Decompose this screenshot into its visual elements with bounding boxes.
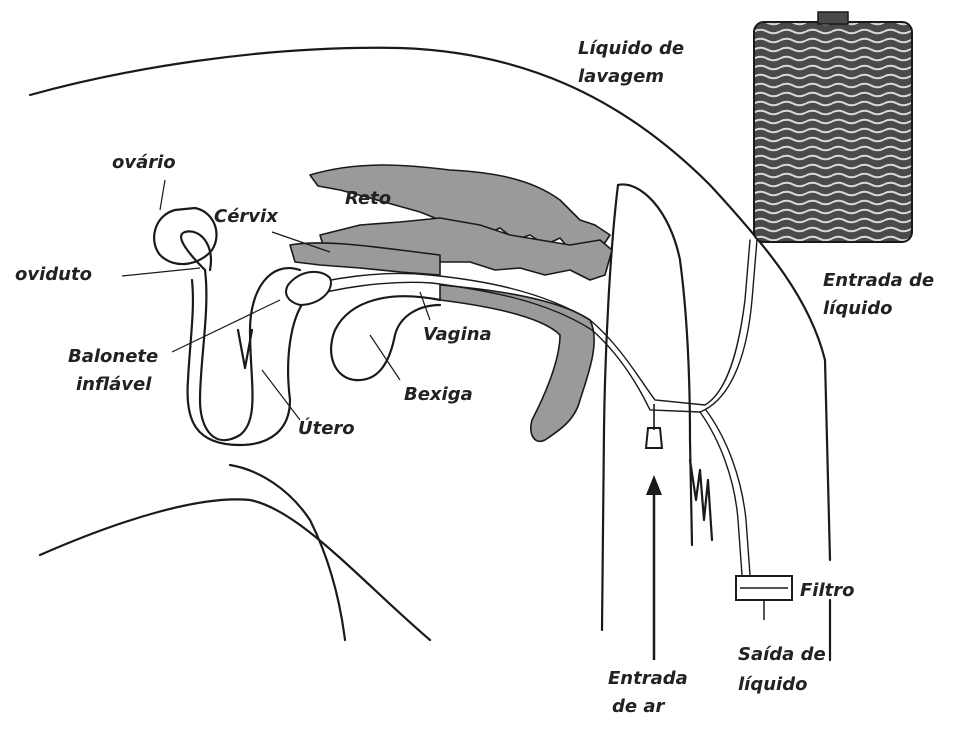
label-vagina: Vagina (423, 324, 492, 345)
leg-outline (40, 499, 430, 640)
label-liquido-lavagem-2: lavagem (578, 66, 664, 87)
leg-outline-inner (230, 465, 345, 640)
leader-utero (262, 370, 300, 420)
label-ovario: ovário (112, 152, 176, 173)
label-balonete-2: inflável (76, 374, 152, 395)
leader-ovario (160, 180, 165, 210)
label-saida-liquido-1: Saída de (738, 644, 826, 665)
leader-bexiga (370, 335, 400, 380)
outlet-tube-2 (706, 410, 750, 575)
label-balonete-1: Balonete (68, 346, 158, 367)
label-entrada-ar-2: de ar (612, 696, 666, 717)
label-entrada-ar-1: Entrada (608, 668, 688, 689)
balloon (286, 272, 331, 305)
label-bexiga: Bexiga (404, 384, 473, 405)
air-arrow-head (646, 475, 662, 495)
vagina-tissue (440, 285, 594, 441)
uterus-outline (200, 268, 300, 440)
label-oviduto: oviduto (15, 264, 92, 285)
body-back-outline (30, 48, 830, 560)
label-saida-liquido-2: líquido (738, 674, 807, 695)
label-liquido-lavagem-1: Líquido de (578, 38, 684, 59)
label-filtro: Filtro (800, 580, 854, 601)
label-reto: Reto (345, 188, 391, 209)
label-entrada-liquido-2: líquido (823, 298, 892, 319)
ovary-outline (154, 208, 216, 264)
leader-oviduto (122, 268, 200, 276)
air-valve (646, 428, 662, 448)
vulva-lines (690, 460, 712, 540)
container-cap (818, 12, 848, 24)
label-cervix: Cérvix (214, 206, 279, 227)
label-entrada-liquido-1: Entrada de (823, 270, 934, 291)
leader-balonete (172, 300, 280, 352)
lavage-container (754, 22, 912, 242)
label-utero: Útero (298, 417, 355, 439)
